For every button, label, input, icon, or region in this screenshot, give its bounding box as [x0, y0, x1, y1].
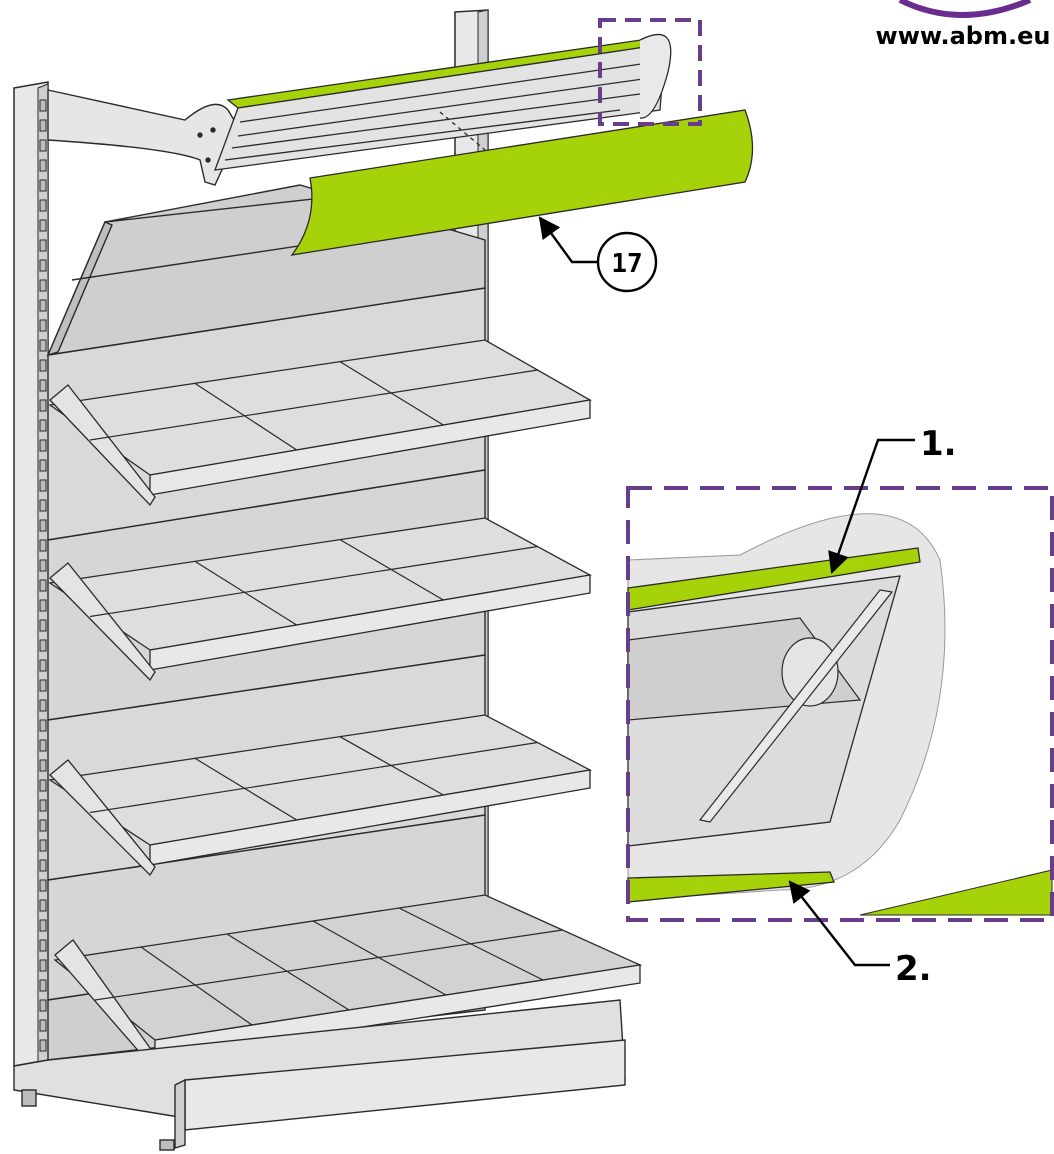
step-1-label: 1.: [920, 424, 957, 464]
upright-slot: [39, 1019, 47, 1032]
upright-slot: [39, 539, 47, 552]
upright-slot: [39, 379, 47, 392]
upright-slot: [39, 719, 47, 732]
upright-slot: [39, 979, 47, 992]
upright-slot: [39, 479, 47, 492]
upright-slots: [39, 99, 47, 1052]
upright-slot: [39, 619, 47, 632]
upright-slot: [39, 599, 47, 612]
upright-slot: [39, 659, 47, 672]
upright-slot: [39, 159, 47, 172]
step-2-label: 2.: [895, 949, 932, 989]
step-2-callout: 2.: [788, 880, 932, 989]
detail-marker-small: [598, 18, 702, 126]
upright-slot: [39, 559, 47, 572]
logo-arc-icon: [898, 0, 1032, 18]
shelf-divider-wire: [140, 946, 253, 1026]
upright-slot: [39, 459, 47, 472]
shelf-cross-rod: [89, 545, 538, 618]
upright-slot: [39, 939, 47, 952]
shelf-divider-wire: [194, 560, 297, 626]
brand-logo: www.abm.eu: [876, 0, 1051, 50]
part-17-callout: 17: [538, 216, 658, 293]
upright-slot: [39, 919, 47, 932]
upright-slot: [39, 699, 47, 712]
upright-slot: [39, 819, 47, 832]
upright-slot: [39, 359, 47, 372]
top-light-bar: [214, 34, 672, 171]
upright-slot: [39, 199, 47, 212]
upright-slot: [39, 219, 47, 232]
upright-slot: [39, 1039, 47, 1052]
shelf-divider-wire: [194, 757, 297, 821]
shelf-divider-wire: [226, 933, 350, 1011]
upright-slot: [39, 299, 47, 312]
upright-slot: [39, 519, 47, 532]
upright-slot: [39, 99, 47, 112]
shelves-group: [48, 339, 643, 1072]
brand-url: www.abm.eu: [876, 22, 1051, 50]
upright-slot: [39, 279, 47, 292]
detail-frame: [626, 486, 1054, 922]
shelf-side-bracket: [49, 562, 156, 682]
upright-slot: [39, 419, 47, 432]
upright-slot: [39, 999, 47, 1012]
shelf-side-bracket: [49, 384, 156, 507]
upright-slot: [39, 139, 47, 152]
detail-inset: [626, 486, 1054, 922]
upright-slot: [39, 879, 47, 892]
upright-slot: [39, 759, 47, 772]
part-number-label: 17: [611, 249, 642, 279]
upright-slot: [39, 259, 47, 272]
base-plinth: [13, 999, 626, 1151]
upright-slot: [39, 799, 47, 812]
upright-slot: [39, 679, 47, 692]
upright-slot: [39, 319, 47, 332]
green-header-strip: [290, 109, 754, 256]
left-upright: [13, 81, 49, 1067]
step-1-callout: 1.: [828, 424, 957, 575]
upright-slot: [39, 739, 47, 752]
top-side-bracket: [47, 89, 241, 186]
upright-slot: [39, 579, 47, 592]
shelf-divider-wire: [194, 382, 297, 451]
upright-slot: [39, 179, 47, 192]
shelf-cross-rod: [89, 741, 538, 814]
upright-slot: [39, 959, 47, 972]
upright-slot: [39, 839, 47, 852]
upright-slot: [39, 499, 47, 512]
upright-slot: [39, 239, 47, 252]
upright-slot: [39, 779, 47, 792]
shelf-cross-rod: [89, 369, 538, 441]
upright-slot: [39, 119, 47, 132]
upright-slot: [39, 399, 47, 412]
shelf-cross-rod: [94, 929, 563, 1001]
upright-slot: [39, 439, 47, 452]
upright-slot: [39, 339, 47, 352]
upright-slot: [39, 639, 47, 652]
upright-slot: [39, 859, 47, 872]
shelf-side-bracket: [49, 759, 156, 877]
upright-slot: [39, 899, 47, 912]
